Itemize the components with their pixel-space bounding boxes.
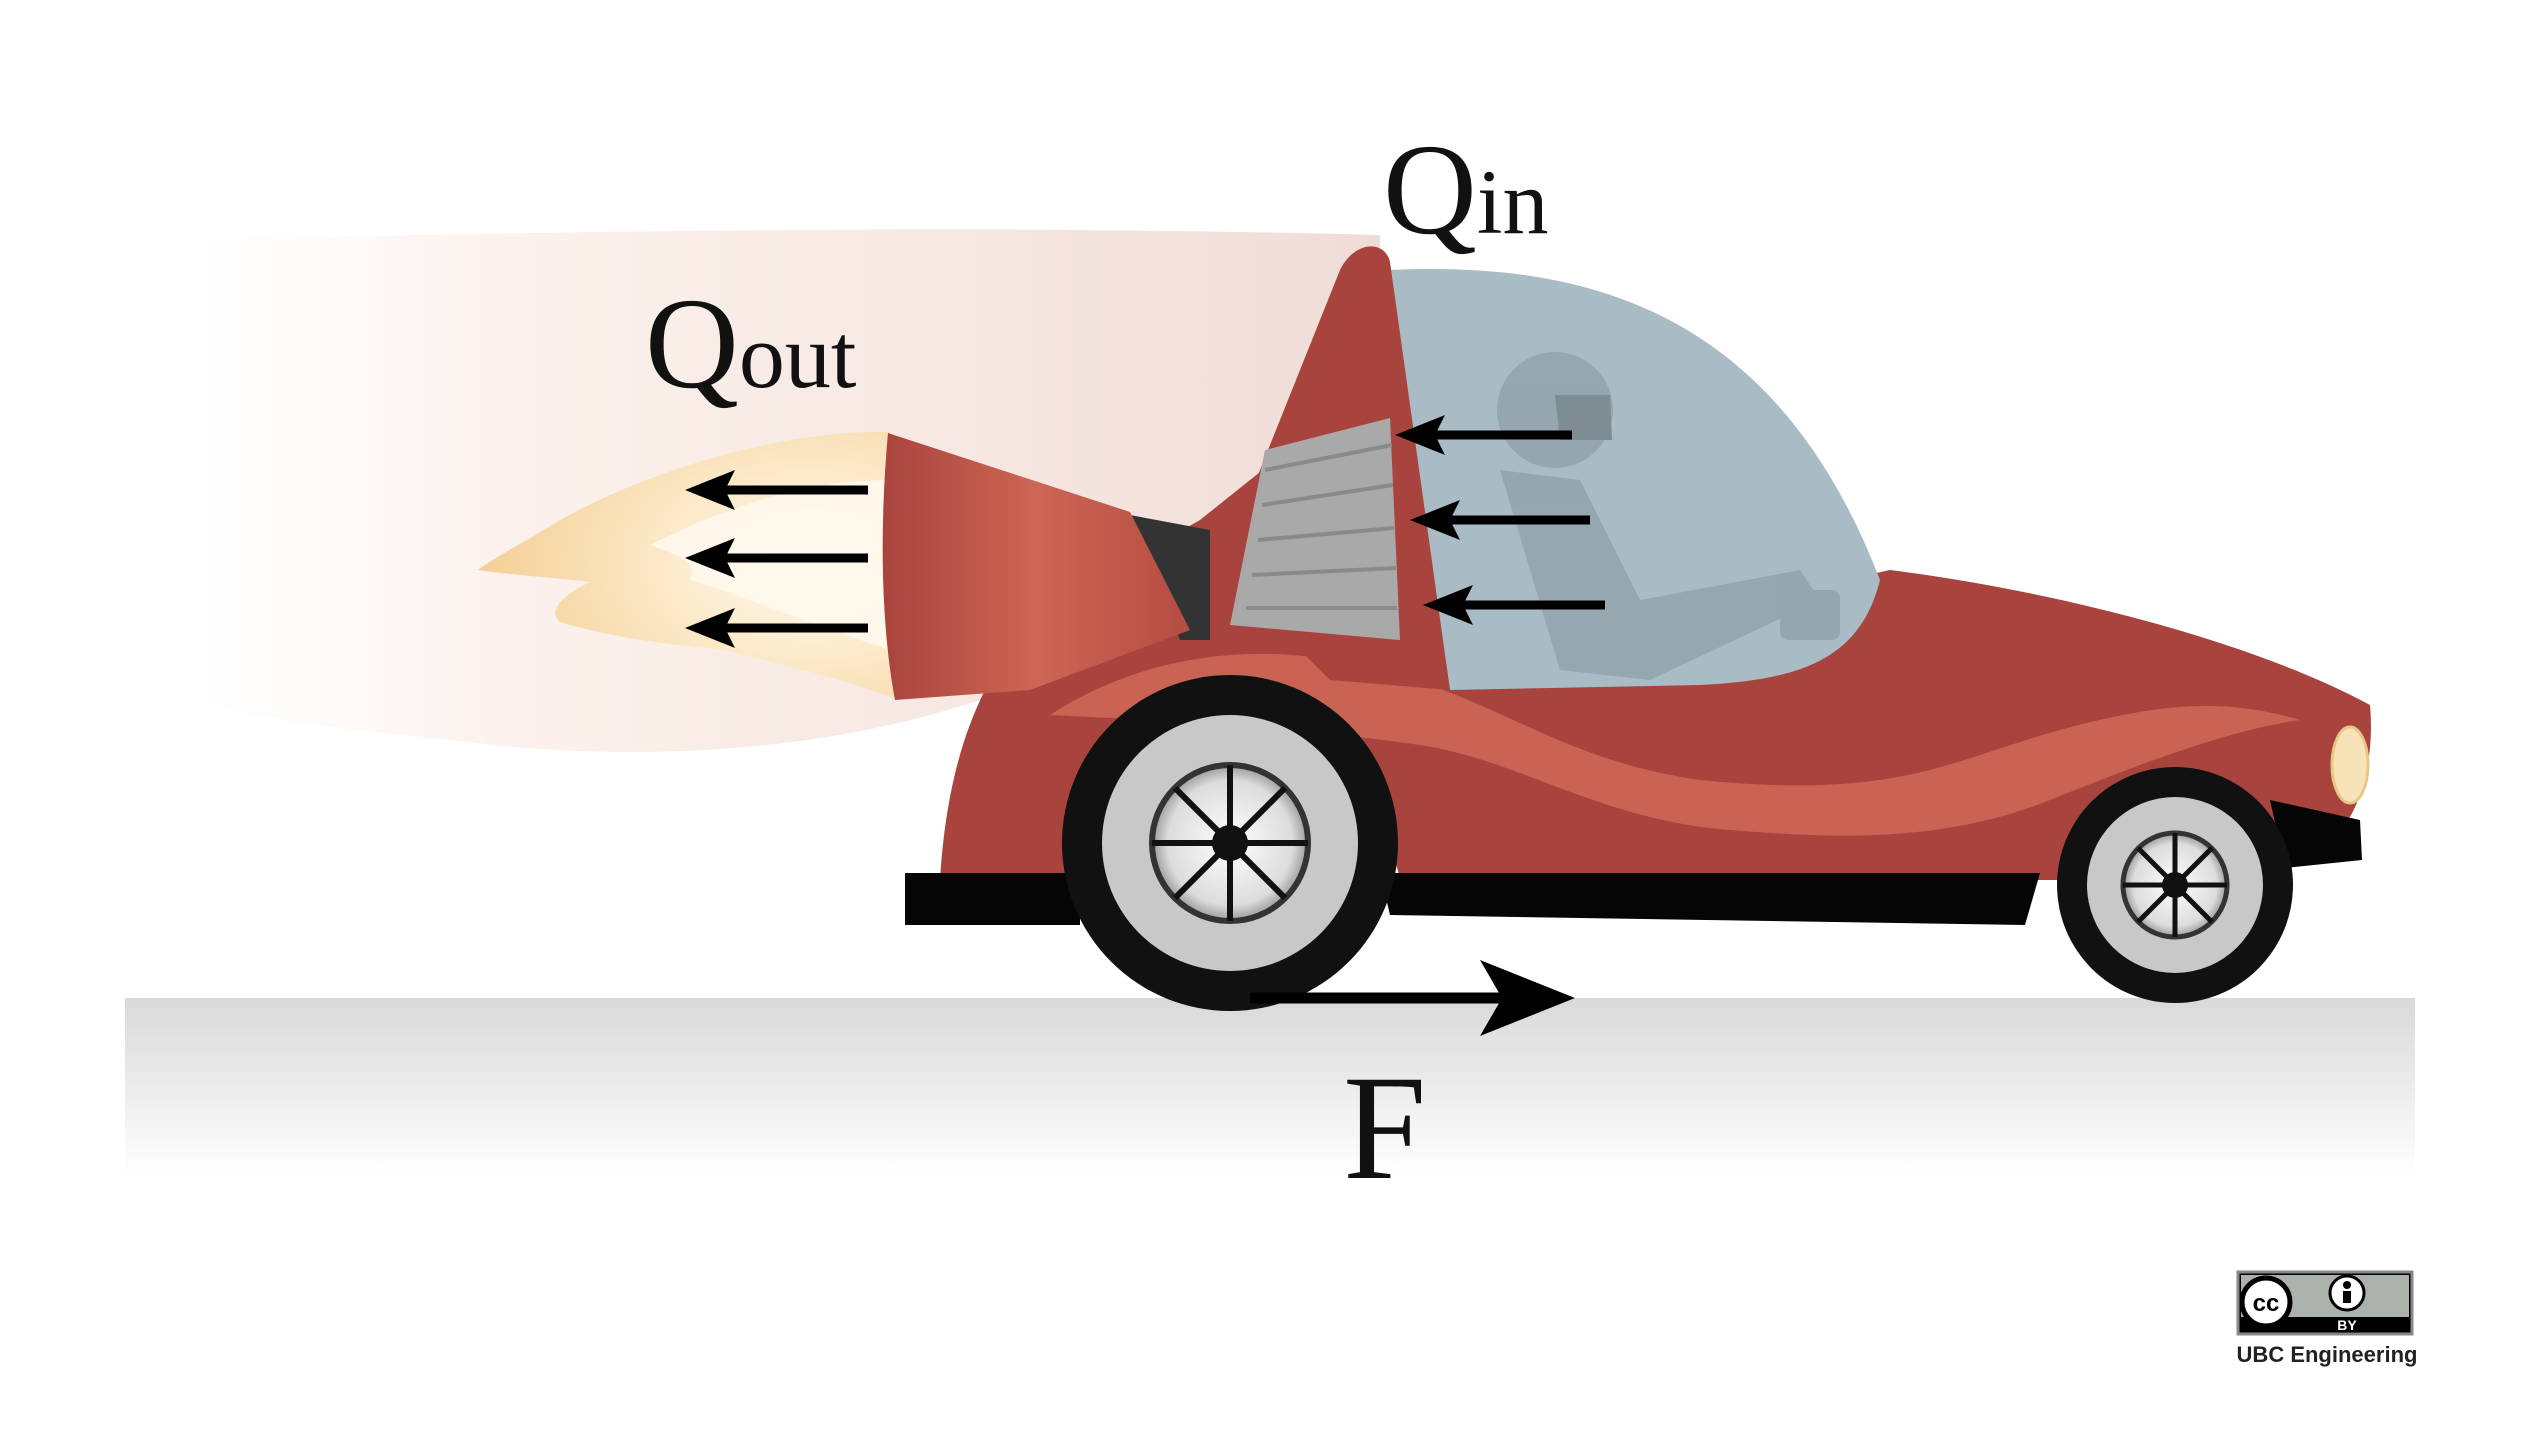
- cc-icon-text: cc: [2253, 1290, 2280, 1317]
- cc-by-license-badge: cc BY: [2236, 1270, 2414, 1336]
- front-bumper: [2270, 800, 2362, 868]
- road-ground: [125, 998, 2415, 1176]
- helmet-visor: [1555, 395, 1612, 440]
- force-label: F: [1343, 1045, 1426, 1211]
- q-in-arrows: [1418, 430, 1605, 610]
- force-arrowhead: [1480, 960, 1575, 1036]
- rocket-nozzle: [882, 433, 1190, 700]
- q-out-arrows: [705, 485, 868, 633]
- car-side-panel: [1130, 515, 1210, 640]
- exhaust-flame-core: [650, 480, 890, 650]
- q-in-label: Qin: [1383, 118, 1548, 262]
- cc-icon: [2239, 1275, 2293, 1329]
- credit-text: UBC Engineering: [2237, 1342, 2418, 1367]
- car-underside-mid: [1380, 873, 2040, 925]
- q-out-arrowhead-2: [685, 538, 735, 578]
- rear-wheel: [1062, 675, 1398, 1011]
- headlight: [2330, 725, 2370, 805]
- q-in-arrowhead-2: [1410, 500, 1460, 540]
- q-out-subscript: out: [739, 305, 857, 407]
- front-wheel: [2057, 767, 2293, 1003]
- car-underside: [905, 873, 1080, 925]
- car-body-highlight: [1050, 653, 2300, 836]
- q-in-subscript: in: [1477, 151, 1549, 253]
- q-out-arrowhead-3: [685, 608, 735, 648]
- q-out-label: Qout: [645, 272, 857, 416]
- by-text: BY: [2337, 1317, 2357, 1333]
- q-out-arrowhead-1: [685, 470, 735, 510]
- q-in-arrowhead-1: [1395, 415, 1445, 455]
- q-in-arrowhead-3: [1423, 585, 1473, 625]
- vent-grill: [1230, 418, 1400, 640]
